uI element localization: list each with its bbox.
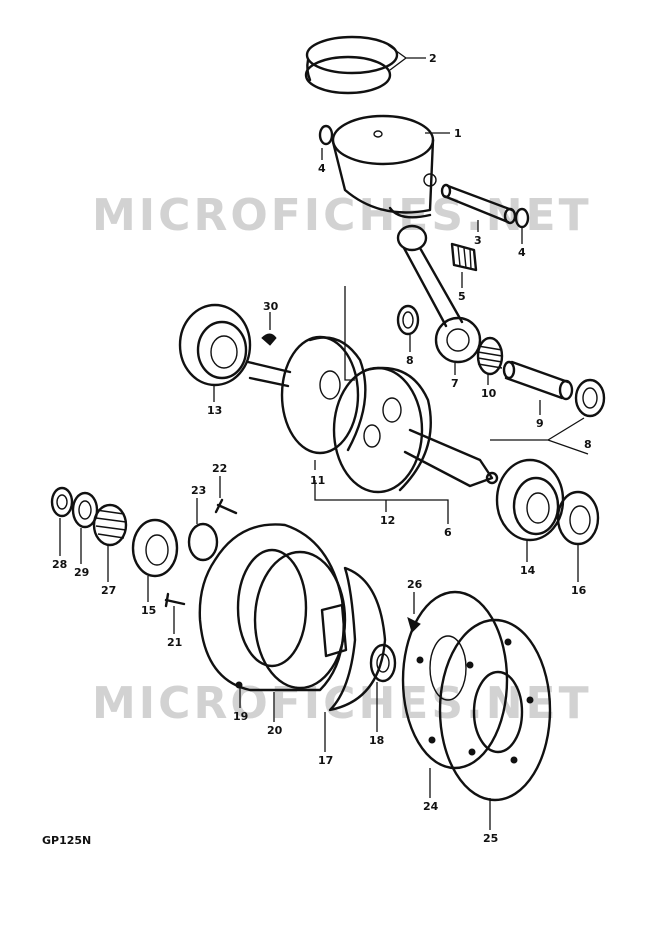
callout-4-top: 4 (318, 162, 326, 175)
oil-seal-left (131, 518, 179, 578)
callout-16: 16 (571, 584, 587, 597)
callout-14: 14 (520, 564, 536, 577)
callout-24: 24 (423, 800, 439, 813)
crank-pin (502, 360, 574, 401)
crescent-plate (320, 566, 387, 712)
outer-disc (438, 618, 552, 802)
rotor-gear (369, 643, 397, 683)
callout-26: 26 (407, 578, 423, 591)
circlip-top (318, 124, 334, 146)
callout-20: 20 (267, 724, 283, 737)
thrust-washer-right (574, 378, 606, 418)
callout-23: 23 (191, 484, 206, 497)
callout-8-right: 8 (584, 438, 592, 451)
leader-lines (59, 44, 589, 830)
woodruff-key (261, 333, 277, 346)
main-bearing-right (495, 458, 565, 542)
small-end-bearing (450, 242, 478, 272)
washer-28 (50, 486, 74, 518)
callout-28: 28 (52, 558, 67, 571)
primary-gear (92, 503, 128, 547)
big-end-bearing (476, 336, 504, 376)
callout-15: 15 (141, 604, 156, 617)
thrust-washer-left (396, 304, 420, 336)
piston (331, 114, 437, 219)
gasket (253, 550, 347, 690)
callouts: 2 1 4 3 4 5 30 8 7 10 9 8 13 11 12 6 14 … (52, 52, 592, 845)
main-bearing-left (178, 303, 252, 387)
connecting-rod (396, 224, 482, 364)
o-ring (187, 522, 219, 562)
disc-plate (401, 590, 509, 770)
screw-22 (214, 498, 238, 515)
callout-27: 27 (101, 584, 116, 597)
callout-4-right: 4 (518, 246, 526, 259)
oil-seal-right (556, 490, 600, 546)
callout-1: 1 (454, 127, 462, 140)
cover-plate (198, 523, 345, 692)
callout-10: 10 (481, 387, 497, 400)
callout-22: 22 (212, 462, 227, 475)
piston-rings (304, 35, 399, 95)
callout-3: 3 (474, 234, 482, 247)
callout-13: 13 (207, 404, 222, 417)
callout-9: 9 (536, 417, 544, 430)
callout-29: 29 (74, 566, 89, 579)
callout-18: 18 (369, 734, 384, 747)
callout-19: 19 (233, 710, 248, 723)
callout-25: 25 (483, 832, 498, 845)
screw-21 (164, 592, 186, 608)
callout-12: 12 (380, 514, 395, 527)
callout-7: 7 (451, 377, 459, 390)
callout-2: 2 (429, 52, 437, 65)
callout-5: 5 (458, 290, 466, 303)
callout-11: 11 (310, 474, 325, 487)
crankshaft-left-half (246, 335, 367, 455)
piston-pin (440, 183, 517, 225)
callout-21: 21 (167, 636, 182, 649)
callout-6: 6 (444, 526, 452, 539)
callout-8-left: 8 (406, 354, 414, 367)
callout-17: 17 (318, 754, 333, 767)
callout-30: 30 (263, 300, 279, 313)
model-code: GP125N (42, 834, 91, 847)
crankshaft-right-half (332, 366, 499, 494)
